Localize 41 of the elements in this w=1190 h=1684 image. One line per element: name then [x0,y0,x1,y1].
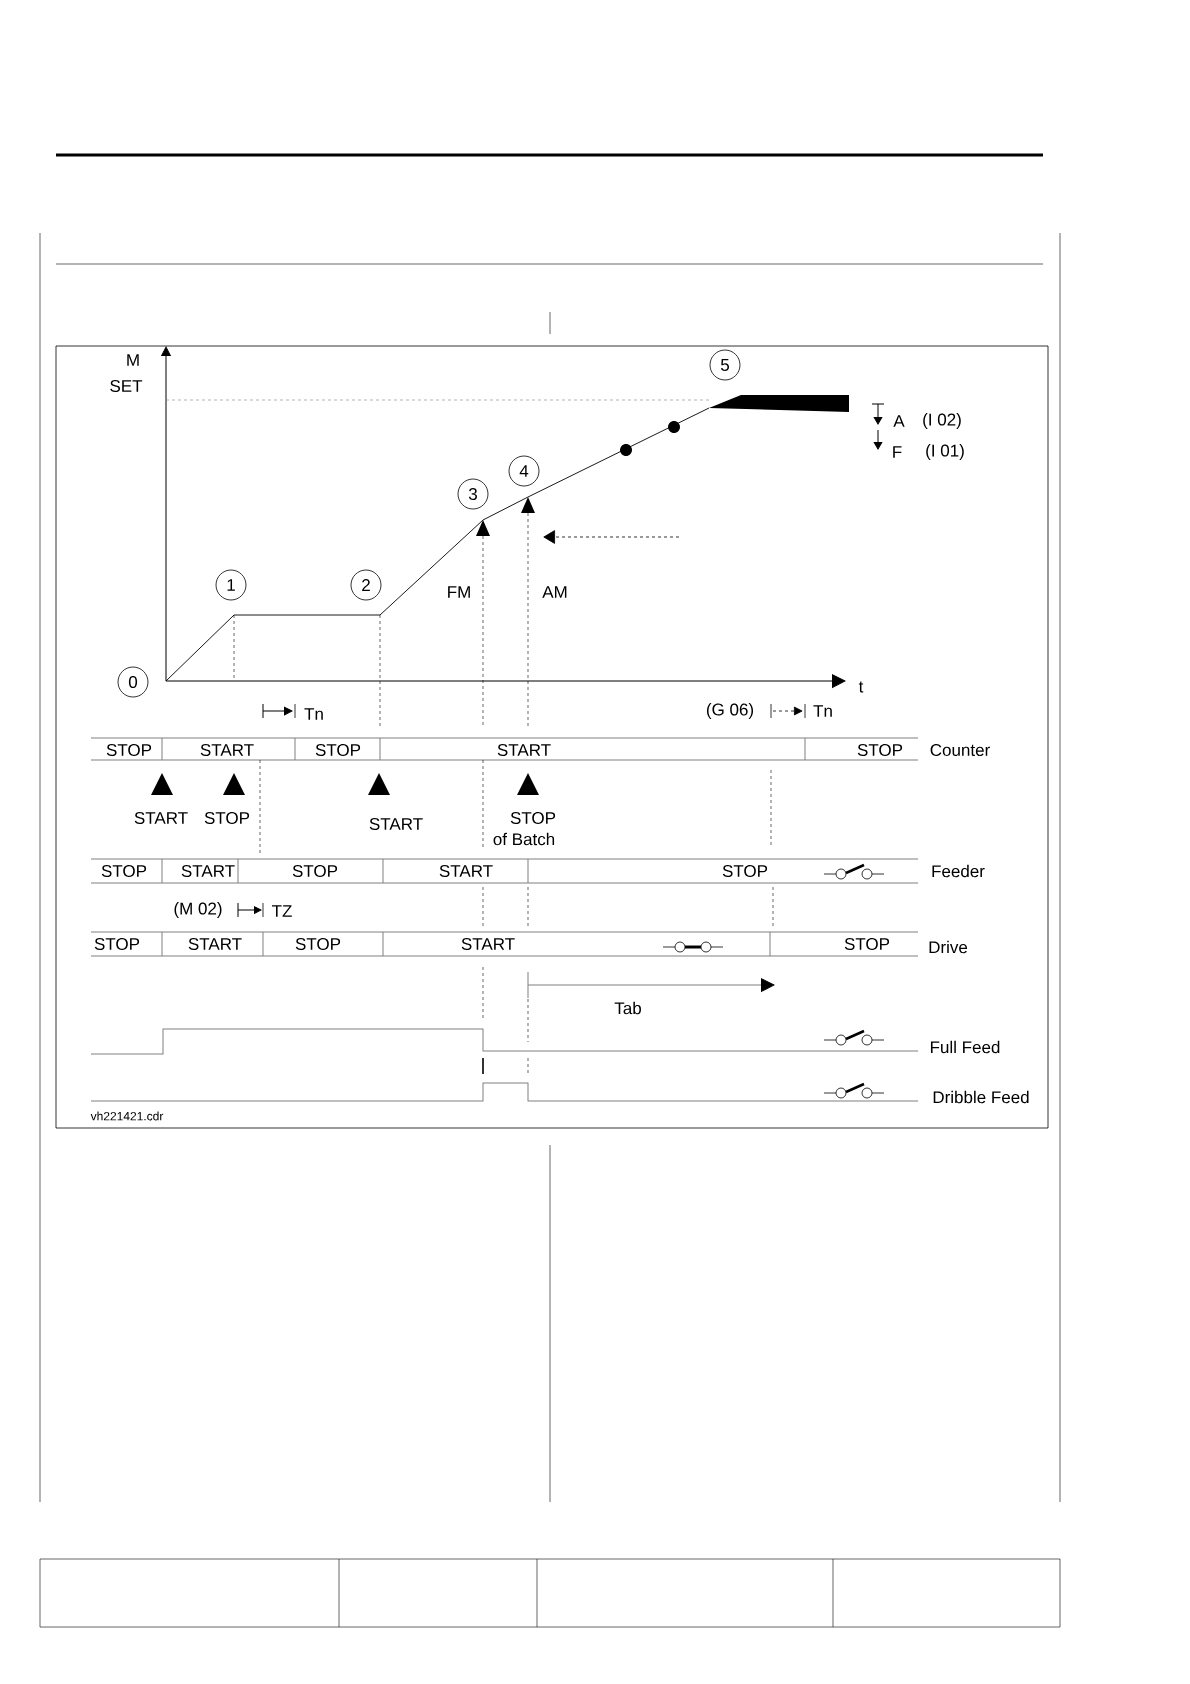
label: FM [448,586,470,598]
label: STOP [510,812,556,825]
label: START [188,938,242,951]
label: AM [542,586,567,598]
label: F [893,446,902,458]
label: STOP [94,938,140,951]
row-label: Counter [930,744,990,757]
label: START [369,818,423,831]
label: (I 01) [926,444,964,460]
file-name: vh221421.cdr [90,1111,164,1121]
label: STOP [844,938,890,951]
label: STOP [106,744,152,757]
label: STOP [204,812,250,825]
label: STOP [292,865,338,878]
label: START [134,812,188,825]
label: START [439,865,493,878]
label: A [893,415,905,427]
label: STOP [101,865,147,878]
label: STOP [722,865,768,878]
label: SET [110,380,143,393]
label: START [461,938,515,951]
row-label: Dribble Feed [933,1090,1029,1104]
label: t [858,681,864,693]
label: Tab [614,1001,641,1015]
label: START [200,744,254,757]
label: Tn [304,708,323,720]
row-label: Full Feed [930,1040,1000,1054]
label: of Batch [493,832,555,846]
label: STOP [857,744,903,757]
row-label: Feeder [932,864,985,878]
label: START [497,744,551,757]
label: M [127,354,139,366]
label: STOP [295,938,341,951]
label: STOP [315,744,361,757]
label: START [181,865,235,878]
row-label: Drive [929,940,968,954]
label: (M 02) [174,902,222,918]
label: Tn [813,705,832,717]
label: (G 06) [706,703,753,719]
label: TZ [272,905,292,917]
label: (I 02) [923,413,961,429]
